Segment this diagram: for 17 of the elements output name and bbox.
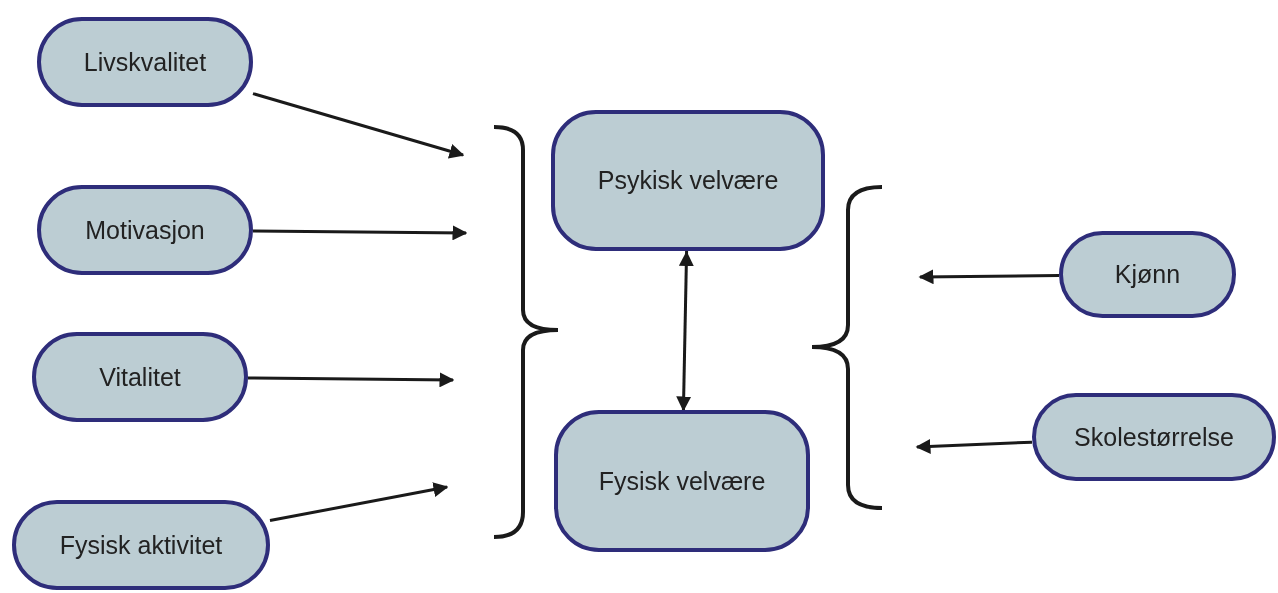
node-label: Fysisk aktivitet (59, 530, 223, 560)
node-label: Livskvalitet (83, 47, 207, 77)
arrow (676, 250, 694, 412)
rounded-box (551, 110, 825, 251)
arrow (253, 225, 468, 241)
arrow (248, 372, 455, 388)
node-label: Psykisk velvære (597, 166, 779, 195)
node-label: Kjønn (1114, 260, 1181, 289)
arrow (252, 92, 465, 159)
arrow (918, 269, 1060, 285)
rounded-box (554, 410, 810, 552)
arrow (269, 482, 449, 523)
arrow (915, 438, 1033, 454)
node-label: Motivasjon (85, 215, 205, 245)
node-label: Skolestørrelse (1074, 422, 1234, 452)
node-label: Vitalitet (99, 362, 181, 392)
node-label: Fysisk velvære (598, 466, 766, 496)
